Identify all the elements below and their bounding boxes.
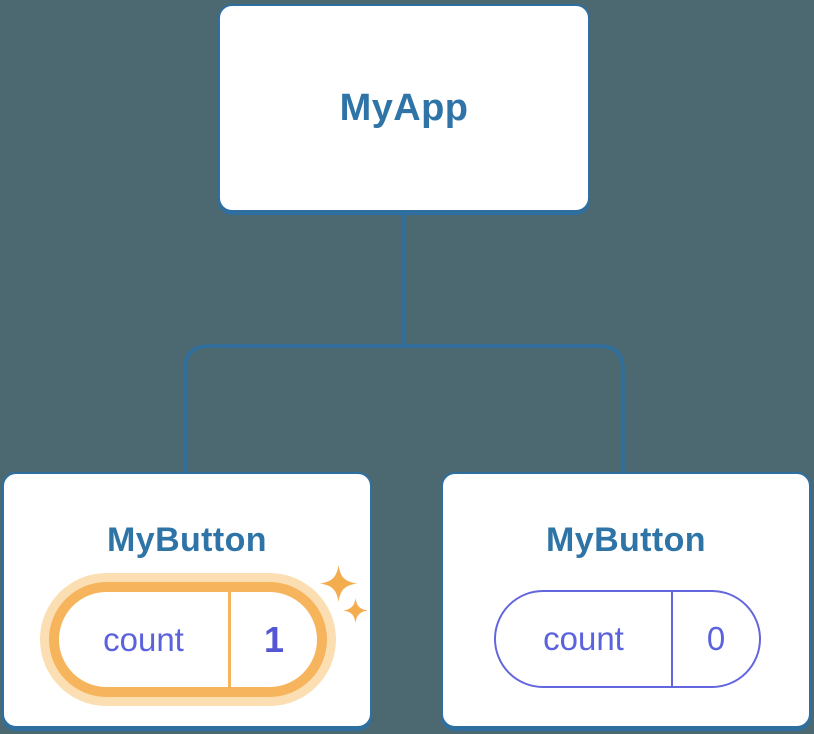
state-pill-highlight-ring: count 1 [49, 582, 327, 697]
tree-node-mybutton-1: MyButton count 1 [2, 472, 372, 728]
state-value: 0 [706, 620, 726, 657]
state-pill: count 0 [494, 590, 761, 688]
tree-node-myapp: MyApp [218, 4, 590, 212]
node-label-mybutton-2: MyButton [546, 521, 706, 559]
tree-node-mybutton-2: MyButton count 0 [441, 472, 811, 728]
node-label-myapp: MyApp [339, 86, 469, 129]
state-pill-highlighted: count 1 [59, 592, 317, 687]
sparkle-small-icon [343, 598, 368, 623]
pill-divider [671, 592, 673, 686]
pill-divider [228, 592, 231, 687]
connector-bracket [183, 344, 625, 474]
node-label-mybutton-1: MyButton [107, 521, 267, 559]
state-name-label: count [543, 620, 624, 657]
state-pill-glow: count 1 [40, 573, 336, 706]
state-value: 1 [263, 618, 285, 660]
sparkle-large-icon [320, 565, 357, 602]
state-name-label: count [103, 620, 184, 658]
